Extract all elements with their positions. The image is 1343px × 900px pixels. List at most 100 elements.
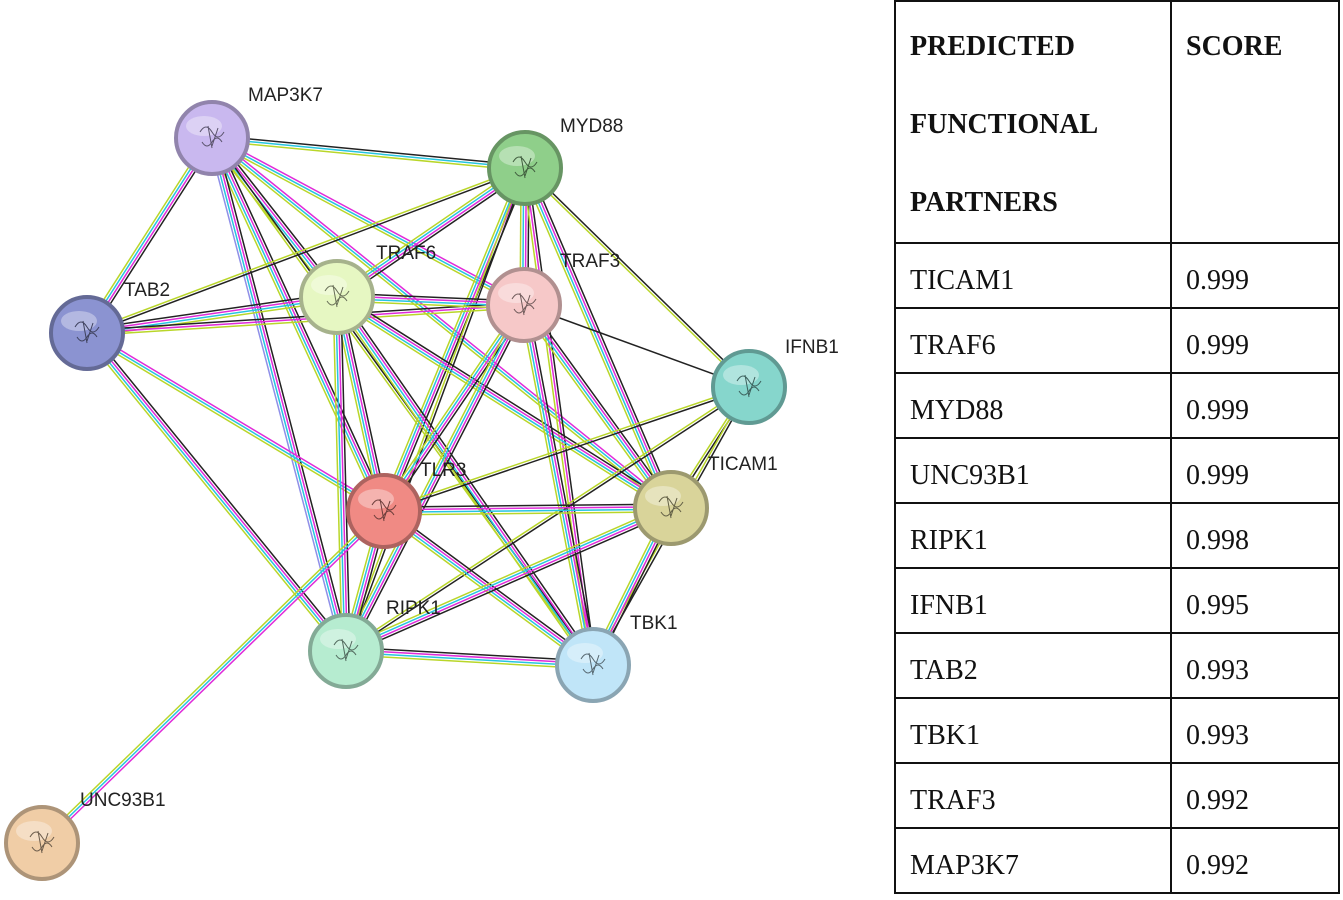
edge-evidence-line [384, 387, 750, 513]
edge-evidence-line [346, 648, 594, 665]
edge-evidence-line [39, 508, 383, 842]
edge-evidence-line [526, 302, 675, 507]
edge-traf3-ifnb1 [523, 304, 750, 388]
node-highlight [645, 486, 681, 506]
node-label: TRAF6 [376, 243, 436, 264]
protein-structure-icon [333, 638, 359, 662]
protein-structure-icon [736, 374, 762, 398]
functional-partners-table: PREDICTED FUNCTIONAL PARTNERS SCORE TICA… [894, 0, 1340, 894]
protein-structure-icon [511, 292, 537, 316]
edge-evidence-line [337, 295, 595, 665]
score-cell: 0.992 [1170, 762, 1340, 829]
score-cell: 0.995 [1170, 567, 1340, 634]
edge-evidence-line [87, 168, 526, 335]
edge-evidence-line [344, 167, 525, 651]
node-highlight [358, 489, 394, 509]
edge-evidence-line [340, 296, 351, 651]
edge-ifnb1-tlr3 [383, 385, 750, 513]
node-myd88[interactable]: MYD88 [487, 116, 623, 206]
edge-evidence-line [210, 138, 346, 652]
edge-evidence-line [345, 506, 671, 651]
edge-tab2-tlr3 [85, 330, 386, 514]
node-ticam1[interactable]: TICAM1 [633, 454, 778, 546]
edge-myd88-tab2 [86, 166, 526, 335]
edge-evidence-line [520, 169, 669, 510]
header-line: PREDICTED [910, 31, 1075, 62]
edge-evidence-line [86, 166, 525, 333]
edges-layer [39, 134, 751, 846]
edge-traf3-ripk1 [341, 302, 529, 654]
header-predicted-functional-partners: PREDICTED FUNCTIONAL PARTNERS [894, 0, 1172, 244]
edge-evidence-line [384, 508, 672, 514]
edge-evidence-line [346, 508, 672, 653]
edge-evidence-line [337, 296, 349, 651]
node-ripk1[interactable]: RIPK1 [308, 598, 441, 689]
node-tab2[interactable]: TAB2 [49, 280, 170, 371]
node-circle [299, 259, 375, 335]
edge-evidence-line [346, 305, 526, 652]
score-cell: 0.999 [1170, 242, 1340, 309]
edge-evidence-line [524, 304, 596, 665]
node-tlr3[interactable]: TLR3 [346, 460, 466, 549]
edge-evidence-line [382, 511, 593, 667]
score-cell: 0.999 [1170, 307, 1340, 374]
edge-evidence-line [334, 299, 670, 512]
node-highlight [723, 365, 759, 385]
edge-myd88-traf6 [334, 164, 528, 301]
partner-name-cell: TICAM1 [894, 242, 1172, 309]
node-label: IFNB1 [785, 337, 839, 358]
edge-evidence-line [523, 304, 750, 388]
node-traf6[interactable]: TRAF6 [299, 243, 436, 335]
node-highlight [499, 146, 535, 166]
edge-traf3-ticam1 [520, 302, 675, 511]
edge-evidence-line [87, 331, 348, 651]
edge-evidence-line [210, 139, 524, 308]
edge-evidence-line [522, 305, 671, 510]
edge-evidence-line [83, 135, 210, 332]
edge-evidence-line [525, 166, 751, 387]
edge-evidence-line [85, 334, 384, 514]
edge-evidence-line [87, 330, 386, 510]
node-circle [555, 627, 631, 703]
protein-structure-icon [371, 498, 397, 522]
protein-structure-icon [658, 495, 684, 519]
edge-evidence-line [41, 510, 385, 844]
edge-evidence-line [334, 164, 524, 295]
edge-evidence-line [344, 304, 524, 651]
edge-evidence-line [384, 511, 672, 516]
edge-evidence-line [335, 166, 525, 297]
protein-structure-icon [199, 125, 225, 149]
node-circle [711, 349, 787, 425]
node-label: TLR3 [420, 460, 466, 481]
node-map3k7[interactable]: MAP3K7 [174, 85, 323, 176]
partner-name-cell: IFNB1 [894, 567, 1172, 634]
edge-evidence-line [337, 168, 527, 299]
edge-evidence-line [207, 139, 382, 513]
node-label: TRAF3 [560, 251, 620, 272]
node-label: UNC93B1 [80, 790, 166, 811]
edge-evidence-line [519, 305, 590, 666]
node-ifnb1[interactable]: IFNB1 [711, 337, 839, 425]
edge-evidence-line [380, 302, 522, 510]
edge-evidence-line [86, 294, 337, 333]
edge-map3k7-traf3 [210, 135, 526, 308]
edge-evidence-line [339, 294, 597, 664]
edge-evidence-line [334, 297, 346, 652]
node-tbk1[interactable]: TBK1 [555, 613, 678, 703]
edge-traf6-tbk1 [333, 294, 597, 668]
edge-evidence-line [86, 304, 525, 334]
node-unc93b1[interactable]: UNC93B1 [4, 790, 166, 881]
edge-evidence-line [344, 503, 670, 649]
protein-structure-icon [324, 284, 350, 308]
node-traf3[interactable]: TRAF3 [486, 251, 620, 343]
edge-evidence-line [346, 646, 594, 662]
edge-evidence-line [526, 167, 597, 665]
protein-structure-icon [29, 830, 55, 854]
edge-evidence-line [383, 385, 749, 511]
edge-map3k7-myd88 [211, 134, 526, 172]
